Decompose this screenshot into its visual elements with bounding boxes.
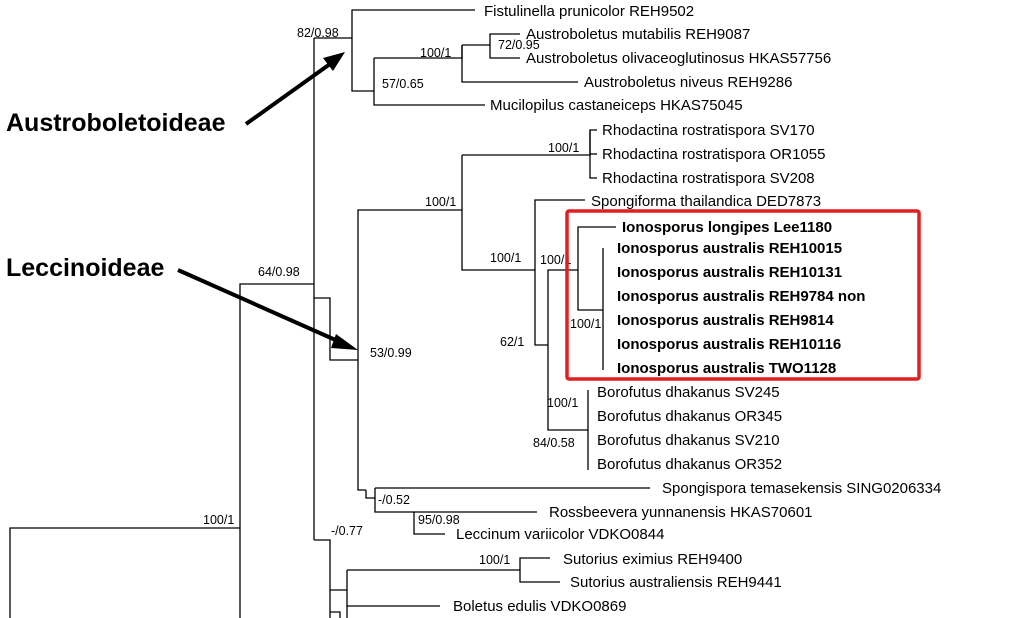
taxon-label: Spongiforma thailandica DED7873: [591, 193, 821, 210]
branch-ionosporus-longipes: [577, 226, 616, 270]
branch-olivaceo: [489, 45, 520, 59]
support-value: 100/1: [547, 396, 578, 410]
taxon-label: Austroboletus mutabilis REH9087: [526, 26, 750, 43]
branch-boletus: [346, 590, 440, 607]
branch-53-099: [357, 209, 366, 360]
support-value: 53/0.99: [370, 346, 412, 360]
support-values: 82/0.98 72/0.95 100/1 57/0.65 100/1 100/…: [203, 26, 601, 567]
branch-neg-077: [314, 539, 331, 618]
arrow-austroboletoideae-shaft: [244, 62, 332, 126]
taxon-label: Fistulinella prunicolor REH9502: [484, 3, 694, 20]
branch-sutorius: [347, 557, 550, 571]
support-value: 100/1: [420, 46, 451, 60]
taxon-label: Ionosporus australis REH9814: [617, 312, 834, 329]
taxon-label: Ionosporus australis REH10116: [617, 336, 841, 353]
support-value: 100/1: [548, 141, 579, 155]
support-value: 57/0.65: [382, 77, 424, 91]
taxon-label: Borofutus dhakanus SV210: [597, 432, 780, 449]
branch-neg-052: [365, 490, 375, 499]
ionosporus-highlight-box: [565, 209, 921, 381]
taxon-label: Borofutus dhakanus SV245: [597, 384, 780, 401]
support-value: 95/0.98: [418, 513, 460, 527]
support-value: 72/0.95: [498, 38, 540, 52]
taxon-label: Ionosporus australis REH10131: [617, 264, 842, 281]
branch-ionosporus-stem: [547, 269, 578, 345]
support-value: 100/1: [570, 317, 601, 331]
tree-branches: [9, 9, 650, 618]
branch-austroboletus-group: [351, 38, 374, 92]
taxon-label: Mucilopilus castaneiceps HKAS75045: [490, 97, 743, 114]
taxon-labels: Fistulinella prunicolor REH9502 Austrobo…: [453, 3, 941, 615]
arrow-leccinoideae-head: [331, 334, 358, 350]
taxon-label: Austroboletus niveus REH9286: [584, 74, 792, 91]
branch-95-098: [374, 488, 415, 524]
support-value: 100/1: [490, 251, 521, 265]
branch-borofutus: [547, 345, 588, 431]
branch-spongiforma: [534, 199, 585, 270]
taxon-label: Sutorius eximius REH9400: [563, 551, 742, 568]
taxon-label: Spongispora temasekensis SING0206334: [662, 480, 941, 497]
branch-niveus: [461, 45, 578, 83]
root-branch: [9, 527, 240, 618]
arrow-austroboletoideae-head: [323, 52, 345, 71]
branch-bottom-left: [330, 611, 341, 618]
taxon-label: Rossbeevera yunnanensis HKAS70601: [549, 504, 813, 521]
taxon-label: Ionosporus longipes Lee1180: [622, 219, 832, 236]
branch-ionos-borof: [461, 210, 535, 271]
taxon-label: Ionosporus australis REH9784 non: [617, 288, 865, 305]
support-value: 100/1: [479, 553, 510, 567]
support-value: 62/1: [500, 335, 524, 349]
taxon-label: Borofutus dhakanus OR352: [597, 456, 782, 473]
arrow-leccinoideae-shaft: [177, 268, 341, 344]
support-value: 100/1: [540, 253, 571, 267]
taxon-label: Austroboletus olivaceoglutinosus HKAS577…: [526, 50, 831, 67]
support-value: 100/1: [203, 513, 234, 527]
taxon-label: Boletus edulis VDKO0869: [453, 598, 626, 615]
taxon-label: Ionosporus australis REH10015: [617, 240, 842, 257]
support-value: 64/0.98: [258, 265, 300, 279]
support-value: -/0.77: [331, 524, 363, 538]
taxon-label: Sutorius australiensis REH9441: [570, 574, 782, 591]
taxon-label: Rhodactina rostratispora SV208: [602, 170, 815, 187]
branch-lower-clade: [330, 570, 348, 591]
branch-austroboletoideae: [314, 9, 475, 39]
taxon-label: Borofutus dhakanus OR345: [597, 408, 782, 425]
branch-57-065: [373, 58, 485, 106]
support-value: 82/0.98: [297, 26, 339, 40]
backbone-100-1: [239, 283, 314, 618]
clade-label-austroboletoideae: Austroboletoideae: [6, 109, 226, 137]
clade-label-leccinoideae: Leccinoideae: [6, 254, 164, 282]
taxon-label: Leccinum variicolor VDKO0844: [456, 526, 664, 543]
branch-sutorius-2: [519, 570, 560, 583]
support-value: 84/0.58: [533, 436, 575, 450]
branch-72-095: [462, 33, 520, 46]
branch-rhodactina-2: [589, 130, 597, 179]
support-value: 100/1: [425, 195, 456, 209]
taxon-label: Rhodactina rostratispora OR1055: [602, 146, 825, 163]
taxon-label: Ionosporus australis TWO1128: [617, 360, 836, 377]
branch-53-099-lower: [357, 360, 366, 491]
taxon-label: Rhodactina rostratispora SV170: [602, 122, 815, 139]
branch-leccinum: [413, 524, 445, 535]
branch-leccinoideae-stem: [314, 297, 358, 361]
branch-62-1: [534, 270, 548, 346]
support-value: -/0.52: [378, 493, 410, 507]
branch-ionosporus-australis: [577, 270, 603, 311]
clade-annotations: Austroboletoideae Leccinoideae: [6, 52, 358, 350]
